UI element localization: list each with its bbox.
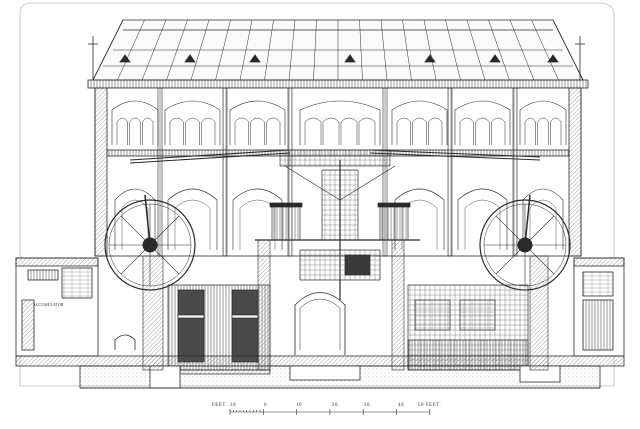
flywheel-spoke <box>495 244 526 275</box>
window-light <box>475 117 490 145</box>
window-light <box>459 117 474 145</box>
cast-iron-column <box>512 87 518 257</box>
flywheel-right <box>479 194 571 291</box>
window-light <box>304 117 322 145</box>
window-light <box>250 117 265 145</box>
scale-tick-4: 30 <box>364 403 370 408</box>
plate-border <box>19 2 615 387</box>
window-light <box>201 117 216 145</box>
window-light <box>396 117 411 145</box>
scale-tick-1: 0 <box>264 403 267 408</box>
upper-arch-bay <box>111 100 159 145</box>
lower-arch <box>232 188 283 250</box>
scale-unit-label: FEET <box>212 403 226 408</box>
foundations <box>15 355 625 389</box>
roof-rib <box>92 19 124 81</box>
flywheel-spoke <box>120 244 151 275</box>
window-light <box>412 117 427 145</box>
roof-rib <box>509 19 535 81</box>
upper-arched-windows <box>111 100 567 145</box>
eaves-cornice <box>87 79 589 89</box>
upper-arch-bay <box>519 100 567 145</box>
scale-tick-2: 10 <box>296 403 302 408</box>
window-light <box>358 117 376 145</box>
roof-rib <box>552 19 584 81</box>
central-arch-chamber <box>294 292 346 355</box>
lower-arch <box>457 188 508 250</box>
window-light <box>340 117 358 145</box>
right-wing <box>573 257 625 357</box>
window-light <box>491 117 506 145</box>
window-light <box>116 117 128 145</box>
scale-tick-0: 10 <box>230 403 236 408</box>
flywheel-spoke <box>524 215 555 246</box>
window-light <box>266 117 281 145</box>
flywheel-spoke <box>149 244 180 275</box>
flywheel-left <box>104 194 196 291</box>
cast-iron-column <box>157 87 163 257</box>
upper-arch-bay <box>229 100 286 145</box>
roof-rib <box>215 19 231 81</box>
flywheel-spoke <box>120 215 151 246</box>
lower-arch-inner <box>529 199 557 250</box>
scale-bar <box>229 409 431 415</box>
window-light <box>129 117 141 145</box>
left-room-label: ACCUMULATOR <box>33 302 64 307</box>
roof-rib <box>239 19 253 81</box>
upper-arch-bay <box>391 100 448 145</box>
window-light <box>524 117 536 145</box>
roof-rib <box>466 19 486 81</box>
flywheel-spoke <box>149 215 180 246</box>
scale-tick-5: 40 <box>398 403 404 408</box>
upper-arch-bay <box>454 100 511 145</box>
upper-arch-bay <box>299 100 381 145</box>
roof-rib <box>531 19 559 81</box>
roof-rib <box>313 19 317 81</box>
roof-rib <box>117 19 145 81</box>
lower-arch <box>167 188 218 250</box>
lower-arch <box>394 188 445 250</box>
scale-caption: FEET 10 0 10 20 30 40 50 FEET. <box>212 403 452 417</box>
window-light <box>322 117 340 145</box>
roof-rib <box>380 19 388 81</box>
window-light <box>142 117 154 145</box>
left-wing <box>15 257 136 357</box>
upper-arch-bay <box>164 100 221 145</box>
roof-rib <box>445 19 461 81</box>
roof-rib <box>288 19 296 81</box>
roof-lantern <box>88 19 585 81</box>
window-light <box>537 117 549 145</box>
cast-iron-column <box>287 87 293 257</box>
roof-rib <box>488 19 510 81</box>
window-light <box>234 117 249 145</box>
lower-arch-inner <box>121 199 149 250</box>
window-light <box>169 117 184 145</box>
roof-rib <box>190 19 210 81</box>
roof-rib <box>402 19 412 81</box>
cast-iron-column <box>222 87 228 257</box>
flywheel-spoke <box>495 215 526 246</box>
roof-rib <box>423 19 437 81</box>
roof-rib <box>141 19 167 81</box>
window-light <box>550 117 562 145</box>
cast-iron-column <box>447 87 453 257</box>
roof-rib <box>264 19 274 81</box>
central-stair <box>142 239 549 371</box>
scale-end-label: 50 FEET. <box>418 403 442 408</box>
roof-rib <box>359 19 363 81</box>
scale-tick-3: 20 <box>332 403 338 408</box>
window-light <box>185 117 200 145</box>
central-engine <box>255 160 420 300</box>
window-light <box>428 117 443 145</box>
roof-rib <box>166 19 188 81</box>
